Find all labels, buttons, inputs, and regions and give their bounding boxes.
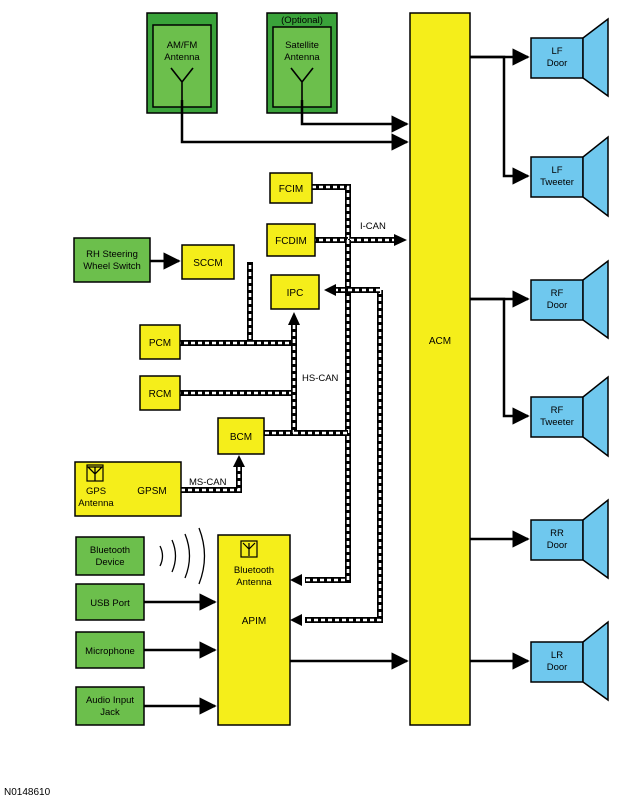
svg-text:GPS: GPS bbox=[86, 486, 106, 497]
speaker-icon bbox=[582, 17, 609, 98]
sccm-module: SCCM bbox=[181, 244, 235, 280]
svg-text:RF: RF bbox=[551, 405, 564, 416]
svg-text:FCDIM: FCDIM bbox=[275, 236, 307, 247]
i-can-bus bbox=[290, 184, 407, 626]
amfm-antenna-label-1: AM/FM bbox=[167, 40, 198, 51]
audio-input-jack: Audio Input Jack bbox=[75, 686, 145, 726]
satellite-antenna-label-1: Satellite bbox=[285, 40, 319, 51]
speaker-rf-door: RF Door bbox=[530, 259, 609, 340]
speaker-rf-tweeter: RF Tweeter bbox=[530, 375, 609, 458]
svg-text:Door: Door bbox=[547, 300, 568, 311]
amfm-to-acm-wire bbox=[180, 100, 409, 151]
satellite-antenna-label-2: Antenna bbox=[284, 52, 320, 63]
svg-text:RH Steering: RH Steering bbox=[86, 249, 138, 260]
svg-text:RCM: RCM bbox=[149, 389, 172, 400]
svg-text:Antenna: Antenna bbox=[236, 577, 272, 588]
svg-text:RF: RF bbox=[551, 288, 564, 299]
svg-text:LF: LF bbox=[551, 165, 562, 176]
svg-text:Door: Door bbox=[547, 58, 568, 69]
pcm-module: PCM bbox=[139, 324, 181, 360]
satellite-to-acm-wire bbox=[300, 100, 409, 133]
speaker-rr-door: RR Door bbox=[530, 498, 609, 580]
svg-text:RR: RR bbox=[550, 528, 564, 539]
svg-text:Bluetooth: Bluetooth bbox=[234, 565, 274, 576]
svg-text:IPC: IPC bbox=[287, 288, 304, 299]
ms-can-label: MS-CAN bbox=[189, 477, 227, 488]
svg-text:Jack: Jack bbox=[100, 707, 120, 718]
speaker-icon bbox=[582, 620, 609, 702]
speaker-icon bbox=[582, 135, 609, 218]
apim-module: Bluetooth Antenna APIM bbox=[217, 534, 291, 726]
hs-can-bus bbox=[177, 262, 348, 436]
bluetooth-device: Bluetooth Device bbox=[75, 536, 145, 576]
svg-text:Wheel Switch: Wheel Switch bbox=[83, 261, 141, 272]
svg-text:SCCM: SCCM bbox=[193, 258, 222, 269]
ms-can-bus bbox=[181, 455, 245, 493]
lf-tweeter-wire bbox=[470, 55, 530, 185]
antenna-icon bbox=[86, 466, 104, 481]
svg-text:LF: LF bbox=[551, 46, 562, 57]
svg-text:BCM: BCM bbox=[230, 432, 252, 443]
svg-text:APIM: APIM bbox=[242, 616, 266, 627]
svg-text:Tweeter: Tweeter bbox=[540, 177, 574, 188]
svg-text:PCM: PCM bbox=[149, 338, 171, 349]
rcm-module: RCM bbox=[139, 375, 181, 411]
satellite-optional-label: (Optional) bbox=[281, 15, 323, 26]
satellite-antenna-box: (Optional) Satellite Antenna bbox=[266, 12, 338, 114]
antenna-icon bbox=[290, 67, 314, 100]
acm-label: ACM bbox=[429, 336, 451, 347]
amfm-antenna-box: AM/FM Antenna bbox=[146, 12, 218, 114]
amfm-antenna-label-2: Antenna bbox=[164, 52, 200, 63]
svg-text:Tweeter: Tweeter bbox=[540, 417, 574, 428]
speaker-lr-door: LR Door bbox=[530, 620, 609, 702]
microphone: Microphone bbox=[75, 631, 145, 669]
svg-text:FCIM: FCIM bbox=[279, 184, 303, 195]
speaker-icon bbox=[582, 259, 609, 340]
svg-text:Device: Device bbox=[95, 557, 124, 568]
antenna-icon bbox=[242, 542, 256, 556]
fcdim-module: FCDIM bbox=[266, 223, 316, 257]
svg-text:GPSM: GPSM bbox=[137, 486, 166, 497]
svg-text:Bluetooth: Bluetooth bbox=[90, 545, 130, 556]
speaker-lf-door: LF Door bbox=[530, 17, 609, 98]
acm-module: ACM bbox=[409, 12, 471, 726]
usb-port: USB Port bbox=[75, 583, 145, 621]
figure-id: N0148610 bbox=[4, 787, 51, 798]
svg-text:USB Port: USB Port bbox=[90, 598, 130, 609]
svg-text:Microphone: Microphone bbox=[85, 646, 135, 657]
bluetooth-waves-icon bbox=[159, 527, 206, 585]
svg-text:Door: Door bbox=[547, 540, 568, 551]
antenna-icon bbox=[170, 67, 194, 100]
i-can-label: I-CAN bbox=[360, 221, 386, 232]
svg-text:Antenna: Antenna bbox=[78, 498, 114, 509]
rf-tweeter-wire bbox=[470, 297, 530, 425]
svg-text:Audio Input: Audio Input bbox=[86, 695, 134, 706]
bcm-module: BCM bbox=[217, 417, 265, 455]
ipc-module: IPC bbox=[270, 274, 320, 310]
speaker-lf-tweeter: LF Tweeter bbox=[530, 135, 609, 218]
fcim-module: FCIM bbox=[269, 172, 313, 204]
rh-steering-wheel-switch: RH Steering Wheel Switch bbox=[73, 237, 151, 283]
speaker-icon bbox=[582, 498, 609, 580]
gpsm-module: GPS Antenna GPSM bbox=[74, 461, 182, 517]
svg-text:LR: LR bbox=[551, 650, 563, 661]
svg-text:Door: Door bbox=[547, 662, 568, 673]
hs-can-label: HS-CAN bbox=[302, 373, 339, 384]
speaker-icon bbox=[582, 375, 609, 458]
